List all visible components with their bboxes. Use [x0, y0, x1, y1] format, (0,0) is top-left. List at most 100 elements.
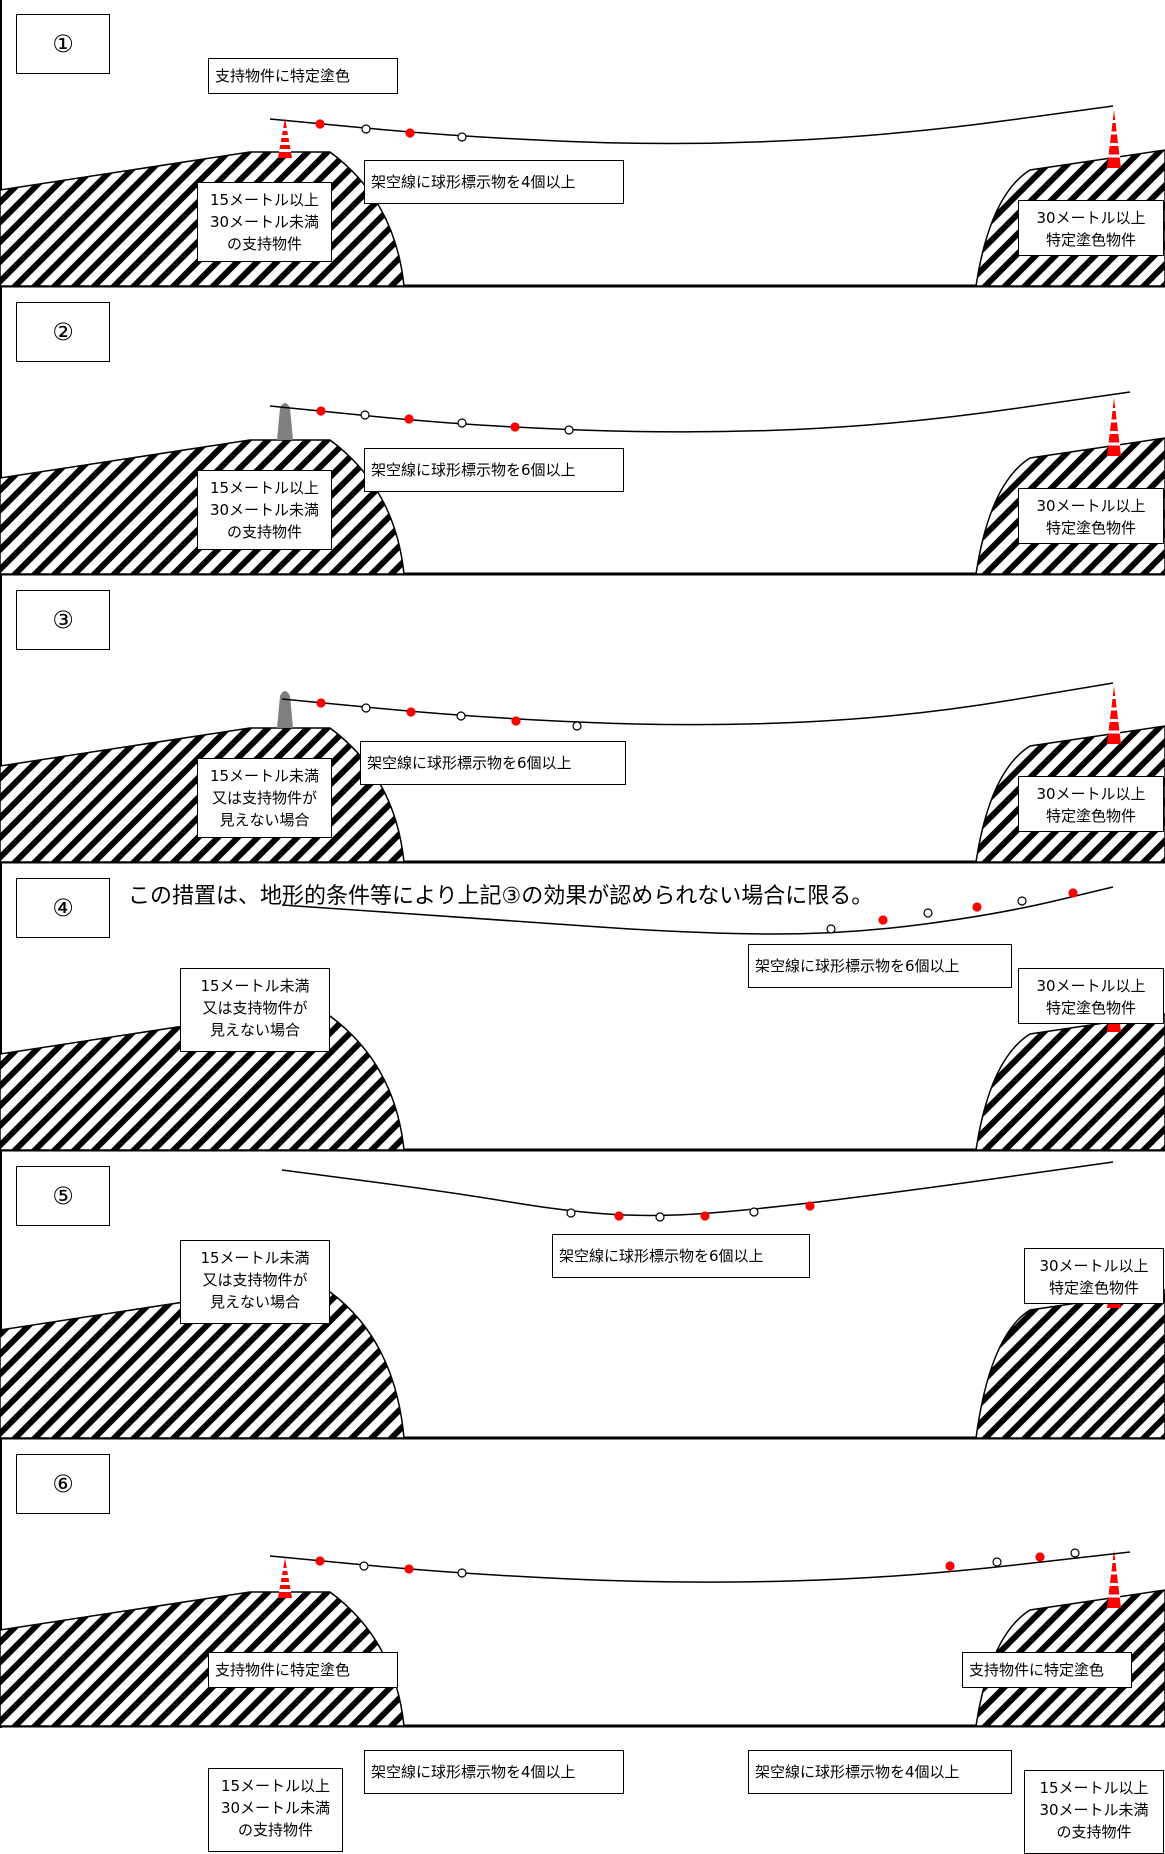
right-support-label-line: 30メートル以上 [1036, 209, 1146, 227]
right-hill [975, 1289, 1165, 1439]
gray-tower-icon [277, 691, 293, 728]
panel-number: ④ [16, 878, 110, 938]
white-sphere-marker [655, 1212, 665, 1222]
left-support-label: 15メートル未満又は支持物件が見えない場合 [197, 758, 332, 838]
red-sphere-marker [700, 1211, 710, 1221]
red-sphere-marker [315, 119, 325, 129]
white-sphere-marker [826, 924, 836, 934]
right-support-label-line: 30メートル以上 [1036, 785, 1146, 803]
white-sphere-marker [572, 721, 582, 731]
left-top-label: 支持物件に特定塗色 [208, 1652, 398, 1688]
panel-number: ① [16, 14, 110, 74]
white-sphere-marker [1070, 1548, 1080, 1558]
left-support-label-line: 見えない場合 [219, 811, 310, 829]
left-support-label-line: 見えない場合 [209, 1021, 300, 1039]
right-support-label-line: 特定塗色物件 [1045, 999, 1136, 1017]
overhead-wire [269, 391, 1131, 433]
overhead-wire [269, 1551, 1131, 1583]
right-support-label-line: 30メートル未満 [1039, 1801, 1149, 1819]
overhead-wire [281, 682, 1114, 726]
left-support-label-line: の支持物件 [226, 235, 302, 253]
red-sphere-marker [805, 1201, 815, 1211]
white-sphere-marker [992, 1557, 1002, 1567]
red-sphere-marker [510, 422, 520, 432]
white-sphere-marker [360, 410, 370, 420]
overhead-wire [281, 1161, 1114, 1217]
left-support-label-line: 30メートル未満 [209, 213, 320, 231]
red-sphere-marker [1035, 1552, 1045, 1562]
gray-tower-icon [277, 403, 293, 440]
right-support-label: 30メートル以上特定塗色物件 [1018, 488, 1164, 544]
left-support-label-line: の支持物件 [237, 1821, 313, 1839]
white-sphere-marker [1017, 896, 1027, 906]
panel-4: ④ この措置は、地形的条件等により上記③の効果が認められない場合に限る。架空線に球… [0, 864, 1165, 1152]
left-top-label: 支持物件に特定塗色 [208, 58, 398, 94]
panel-number: ⑤ [16, 1166, 110, 1226]
red-sphere-marker [404, 1564, 414, 1574]
left-support-label-line: 又は支持物件が [211, 789, 317, 807]
left-support-label: 15メートル以上 30メートル未満の支持物件 [197, 182, 332, 262]
red-white-tower-icon [1107, 1550, 1121, 1608]
right-support-label-line: 特定塗色物件 [1045, 519, 1136, 537]
red-sphere-marker [511, 716, 521, 726]
red-sphere-marker [316, 698, 326, 708]
red-sphere-marker [406, 707, 416, 717]
right-support-label-line: 特定塗色物件 [1045, 231, 1136, 249]
red-sphere-marker [1068, 888, 1078, 898]
right-support-label-line: 30メートル以上 [1036, 977, 1146, 995]
red-sphere-marker [945, 1561, 955, 1571]
wire-marker-label: 架空線に球形標示物を4個以上 [364, 160, 624, 204]
left-support-label-line: 15メートル以上 [209, 479, 320, 497]
left-support-label-line: 15メートル以上 [209, 191, 320, 209]
white-sphere-marker [749, 1207, 759, 1217]
red-white-tower-icon [1107, 686, 1121, 744]
right-support-label-line: 特定塗色物件 [1048, 1279, 1139, 1297]
white-sphere-marker [923, 908, 933, 918]
wire-marker-label-right: 架空線に球形標示物を4個以上 [748, 1750, 1012, 1794]
white-sphere-marker [457, 1568, 467, 1578]
red-white-tower-icon [278, 1558, 292, 1598]
panel-1: ① 支持物件に特定塗色架空線に球形標示物を4個以上 15メートル以上 30メートル未満… [0, 0, 1165, 288]
wire-marker-label: 架空線に球形標示物を4個以上 [364, 1750, 624, 1794]
left-support-label-line: 又は支持物件が [202, 1271, 308, 1289]
panel-number: ③ [16, 590, 110, 650]
right-support-label-line: 30メートル以上 [1039, 1257, 1149, 1275]
left-support-label-line: 15メートル未満 [200, 1249, 310, 1267]
red-sphere-marker [316, 406, 326, 416]
white-sphere-marker [361, 124, 371, 134]
right-support-label-line: 15メートル以上 [1039, 1779, 1149, 1797]
white-sphere-marker [359, 1561, 369, 1571]
white-sphere-marker [566, 1208, 576, 1218]
white-sphere-marker [457, 132, 467, 142]
panel-note: この措置は、地形的条件等により上記③の効果が認められない場合に限る。 [128, 884, 874, 909]
panel-number: ② [16, 302, 110, 362]
left-hill [0, 1591, 405, 1727]
red-sphere-marker [404, 414, 414, 424]
wire-marker-label: 架空線に球形標示物を6個以上 [364, 448, 624, 492]
white-sphere-marker [564, 425, 574, 435]
panel-number: ⑥ [16, 1454, 110, 1514]
left-support-label-line: 15メートル未満 [209, 767, 320, 785]
red-sphere-marker [614, 1211, 624, 1221]
left-support-label-line: 15メートル未満 [200, 977, 310, 995]
left-support-label: 15メートル未満又は支持物件が見えない場合 [180, 1240, 330, 1324]
red-sphere-marker [405, 128, 415, 138]
left-support-label-line: 30メートル未満 [220, 1799, 331, 1817]
red-sphere-marker [972, 902, 982, 912]
wire-marker-label: 架空線に球形標示物を6個以上 [748, 944, 1012, 988]
right-support-label-line: の支持物件 [1056, 1823, 1132, 1841]
left-support-label-line: 又は支持物件が [202, 999, 308, 1017]
left-support-label: 15メートル未満又は支持物件が見えない場合 [180, 968, 330, 1052]
right-support-label: 30メートル以上特定塗色物件 [1024, 1248, 1164, 1304]
overhead-wire [269, 105, 1114, 145]
white-sphere-marker [457, 418, 467, 428]
red-sphere-marker [315, 1556, 325, 1566]
left-support-label-line: 30メートル未満 [209, 501, 320, 519]
right-hill [975, 1013, 1165, 1151]
